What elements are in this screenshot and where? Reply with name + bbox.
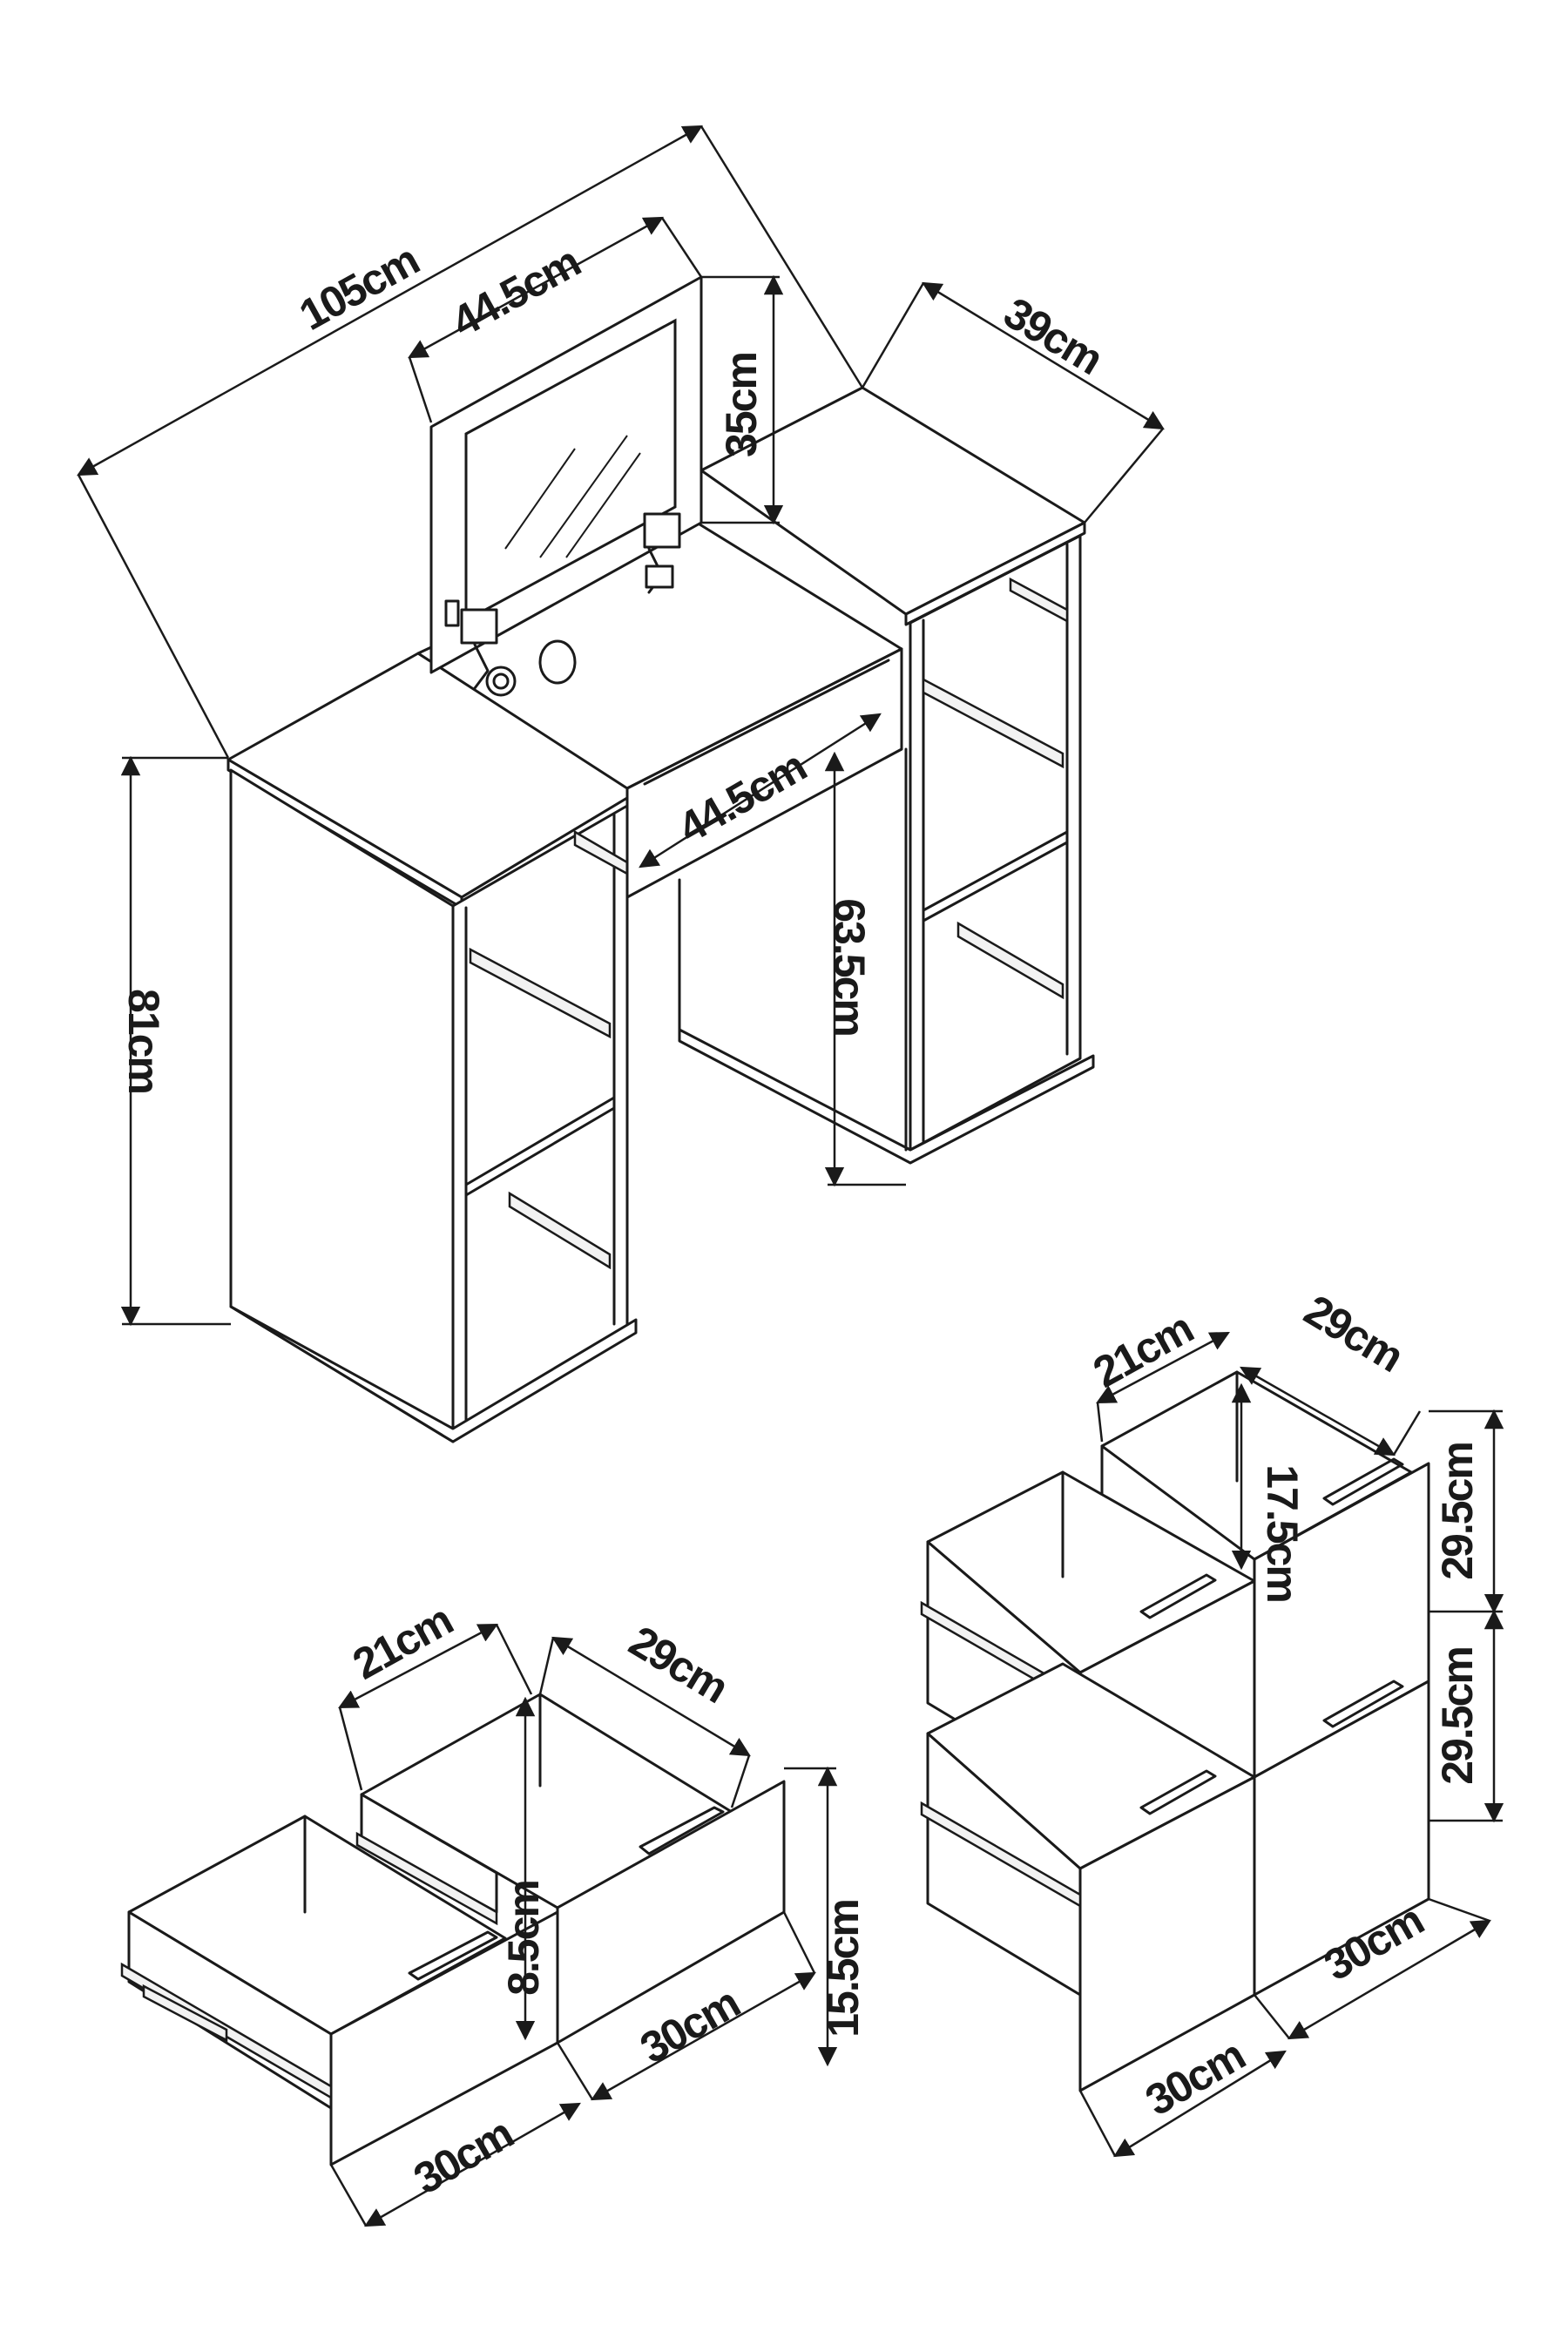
dim-tall-front-height-top: 29.5cm (1429, 1409, 1504, 1614)
dim-total-height: 81cm (119, 755, 231, 1327)
tall-drawer-bottom-front (920, 1662, 1256, 2092)
label-tall-front-height-top: 29.5cm (1433, 1443, 1482, 1580)
label-tall-inner-depth: 29cm (1296, 1286, 1411, 1382)
dim-small-inner-height: 8.5cm (499, 1696, 548, 2041)
left-shelf (464, 1096, 616, 1197)
label-mirror-width: 44.5cm (443, 237, 587, 346)
label-total-height: 81cm (119, 989, 168, 1093)
label-small-front-width-right: 30cm (632, 1978, 747, 2072)
tall-drawers: 21cm 29cm 17.5cm 29.5cm 29.5cm 30cm (920, 1286, 1504, 2158)
label-knee-height: 63.5cm (825, 898, 874, 1036)
dim-mirror-height: 35cm (701, 274, 784, 525)
main-unit: 105cm 44.5cm 35cm 39cm 44.5cm (77, 125, 1165, 1443)
left-base (229, 1305, 638, 1443)
left-cabinet-front (451, 804, 629, 1435)
label-small-inner-depth: 29cm (621, 1617, 736, 1713)
label-small-inner-height: 8.5cm (499, 1881, 548, 1996)
label-tall-front-height-bottom: 29.5cm (1433, 1647, 1482, 1785)
small-drawer-front (120, 1815, 559, 2166)
label-tall-inner-height: 17.5cm (1258, 1464, 1307, 1602)
right-cabinet-front (909, 534, 1082, 1152)
dim-knee-height: 63.5cm (824, 751, 906, 1187)
label-small-front-width-left: 30cm (406, 2109, 521, 2203)
label-small-front-height: 15.5cm (819, 1900, 868, 2038)
tall-drawer-bottom-back (1253, 1680, 1430, 1997)
dim-tall-front-height-bottom: 29.5cm (1429, 1609, 1504, 1823)
hinge-left (444, 599, 517, 697)
right-shelf (922, 830, 1069, 923)
dim-tall-inner-height: 17.5cm (1231, 1382, 1307, 1602)
dim-small-front-height: 15.5cm (784, 1766, 868, 2067)
label-mirror-height: 35cm (717, 353, 766, 457)
hinge-right (643, 512, 681, 594)
label-depth: 39cm (996, 288, 1111, 384)
label-105cm: 105cm (291, 235, 426, 340)
small-drawers: 21cm 29cm 8.5cm 15.5cm 30cm 30cm (120, 1596, 868, 2227)
cable-hole (538, 639, 577, 685)
label-tall-inner-width: 21cm (1085, 1304, 1200, 1397)
